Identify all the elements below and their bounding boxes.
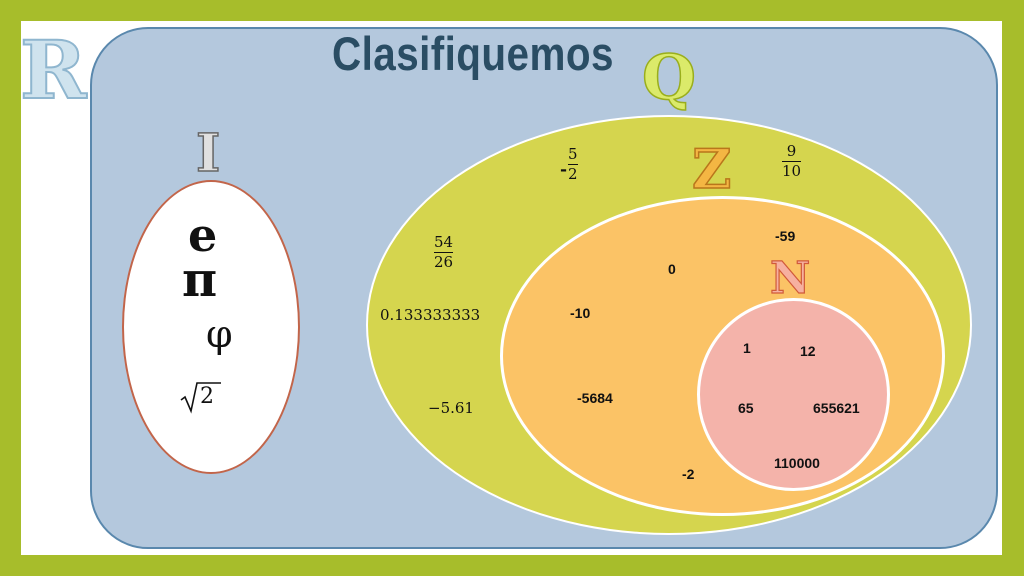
natural-65: 65 [738, 400, 754, 416]
fraction-sign: - [560, 160, 568, 180]
irrational-e: e [188, 208, 218, 262]
fraction-numerator: 54 [434, 233, 454, 251]
irrational-sqrt2: 2 [180, 380, 222, 414]
fraction-numerator: 5 [568, 145, 578, 163]
natural-set-circle [697, 298, 890, 491]
integer-neg-2: -2 [682, 466, 695, 482]
set-label-N: N [769, 253, 811, 304]
rational-fraction-neg-5-2: 5 2 [568, 145, 578, 184]
fraction-denominator: 2 [568, 165, 578, 184]
integer-neg-10: -10 [570, 305, 591, 321]
integer-neg-59: -59 [775, 228, 796, 244]
fraction-bar [782, 161, 802, 163]
rational-fraction-9-10: 9 10 [782, 142, 802, 181]
fraction-bar [568, 164, 578, 166]
irrational-phi: φ [206, 312, 233, 356]
fraction-bar [434, 252, 454, 254]
page-title: Clasifiquemos [332, 27, 614, 80]
irrational-pi: π [182, 252, 218, 308]
set-label-Q: Q [641, 41, 697, 114]
sqrt-radicand: 2 [200, 384, 214, 409]
natural-12: 12 [800, 343, 816, 359]
irrational-set-ellipse [122, 180, 300, 474]
set-label-R: R [19, 23, 87, 117]
set-label-Z: Z [691, 137, 732, 201]
integer-neg-5684: -5684 [577, 390, 613, 406]
integer-0: 0 [668, 261, 676, 277]
rational-fraction-54-26: 54 26 [434, 233, 454, 272]
fraction-denominator: 10 [782, 162, 802, 181]
natural-1: 1 [743, 340, 751, 356]
sqrt-symbol-icon [180, 382, 221, 414]
natural-655621: 655621 [813, 400, 860, 416]
fraction-denominator: 26 [434, 253, 454, 272]
set-label-I: I [195, 123, 221, 184]
fraction-numerator: 9 [786, 142, 797, 160]
rational-decimal-neg-561: −5.61 [428, 399, 474, 417]
rational-decimal-0133: 0.133333333 [380, 306, 481, 324]
natural-110000: 110000 [774, 455, 820, 471]
